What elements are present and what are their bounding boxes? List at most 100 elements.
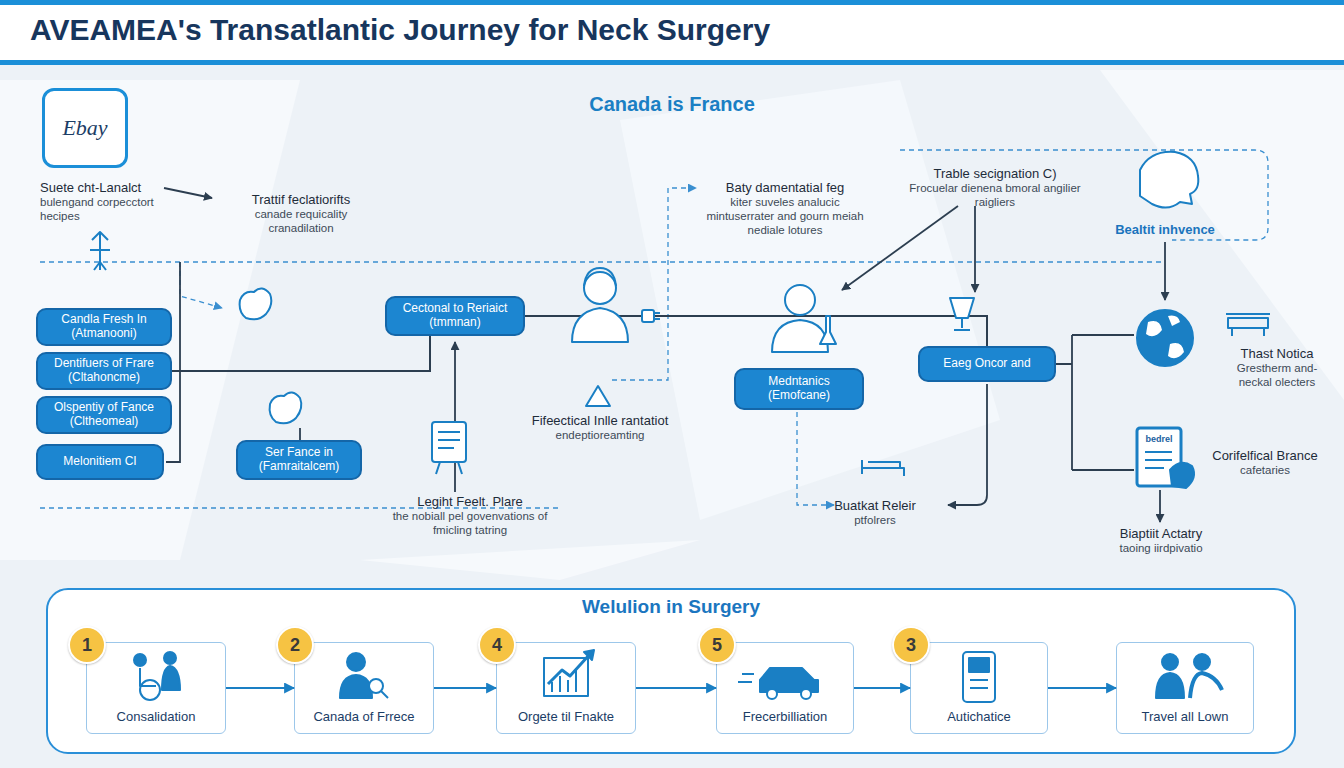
dashed-guides [40,150,1268,508]
label-text: the nobiall pel govenvations of fmicling… [378,510,562,538]
step-number: 2 [276,626,314,664]
magnifier-icon [369,679,383,693]
label-text: bulengand corpecctort hecipes [40,196,180,224]
pill-box: Medntanics (Emofcane) [734,368,864,410]
board-icon-detail [436,432,462,474]
head-silhouette-icon [1140,152,1198,208]
pill-box: Melonitiem CI [36,444,164,480]
hand-icon [1170,463,1194,488]
warning-triangle [586,386,610,406]
title-text: AVEAMEA's Transatlantic Journey for Neck… [30,13,770,47]
flask-icon [820,316,836,344]
node-text: 2 [290,635,300,656]
leader-lines [164,188,1165,522]
label-text: taoing iirdpivatio [1090,542,1232,556]
background-facet [0,80,300,560]
leader-line [974,206,976,292]
node-text: Medntanics (Emofcane) [742,375,856,403]
background-facet [620,80,1000,520]
step-number: 5 [698,626,736,664]
node-text: 4 [492,635,502,656]
person-icon [772,320,828,352]
bed-icon [862,460,904,476]
step-number: 1 [68,626,106,664]
dashed-leader [797,412,834,505]
leader-line [1159,490,1161,522]
step-box: Autichatice [910,642,1048,734]
step-box: Orgete til Fnakte [496,642,636,734]
label-text: Legiht Feelt. Plare [378,494,562,510]
label-text: Fifeectical Inlle rantatiot [515,413,685,429]
node-text: 5 [712,635,722,656]
label-text: bedrel [1138,434,1180,445]
node-text: Frecerbilliation [743,709,828,724]
label-text: Buatkat Releir [816,498,934,514]
node-text: Dentifuers of Frare (Cltahoncme) [44,357,164,385]
logo-box: Ebay [42,88,128,168]
flow-icons [572,268,974,352]
label-text: ptfolrers [816,514,934,528]
person-icon [1162,654,1178,670]
surgery-band: Welulion in Surgery1Consalidation2Canada… [46,588,1296,754]
pill-box: Eaeg Oncor and [918,346,1056,382]
kiosk-screen [969,658,989,672]
leader-line [299,428,301,440]
node-text: Olspentiy of Fance (Cltheomeal) [44,401,164,429]
connector [226,687,294,689]
label-text: Canada is France [560,92,784,116]
label-text: kiter suveles analucic mintuserrater and… [700,196,870,237]
hand-icon [240,288,272,319]
connector [854,687,910,689]
wheelchair-icon [140,668,156,686]
node-text: Welulion in Surgery [582,596,760,618]
leader-line [842,206,958,290]
person-icon [1156,673,1184,698]
label-text: Suete cht-Lanalct [40,180,190,196]
pill-box: Dentifuers of Frare (Cltahoncme) [36,352,172,390]
person-icon [1194,654,1210,670]
header-rule [0,0,1344,5]
pill-box: Candla Fresh In (Atmanooni) [36,308,172,346]
label-text: cafetaries [1190,464,1340,478]
node-text: 3 [906,635,916,656]
label-text: Grestherm and- neckal olecters [1222,362,1332,390]
label-text: Frocuelar dienena bmoral angilier raigli… [905,182,1085,210]
step-number: 3 [892,626,930,664]
leader-line [948,384,987,505]
kiosk-detail [970,680,988,688]
bracket-line [1056,335,1134,470]
board-icon [432,422,466,462]
connector [1048,687,1116,689]
node-text: Autichatice [947,709,1011,724]
node-text: Melonitiem CI [63,455,136,469]
label-text: Thast Notica [1218,346,1336,362]
speed-lines [738,674,754,682]
node-text: Eaeg Oncor and [943,357,1030,371]
icons [90,152,1270,488]
person-icon [340,675,372,698]
person-icon [164,652,176,664]
dashed-leader [180,262,222,308]
leader-line [164,188,212,198]
connector [525,316,987,346]
person-icon [162,666,180,690]
goblet-icon [950,298,974,330]
car-wheel [767,689,777,699]
small-figure-icon [90,232,110,270]
wheelchair-icon [134,654,146,666]
label-text: Corifelfical Brance [1190,448,1340,464]
globe-land [1146,316,1184,359]
pill-box: Cectonal to Reriaict (tmmnan) [385,296,525,336]
background-facet [1100,70,1344,400]
person-icon [572,308,628,342]
wheelchair-icon [140,680,160,700]
connector [434,687,496,689]
step-number: 4 [478,626,516,664]
person-icon [347,653,365,671]
hand-icon [270,392,302,423]
chart-icon [544,658,588,696]
header-rule [0,60,1344,65]
document-lines [1145,452,1172,468]
connector [636,687,716,689]
